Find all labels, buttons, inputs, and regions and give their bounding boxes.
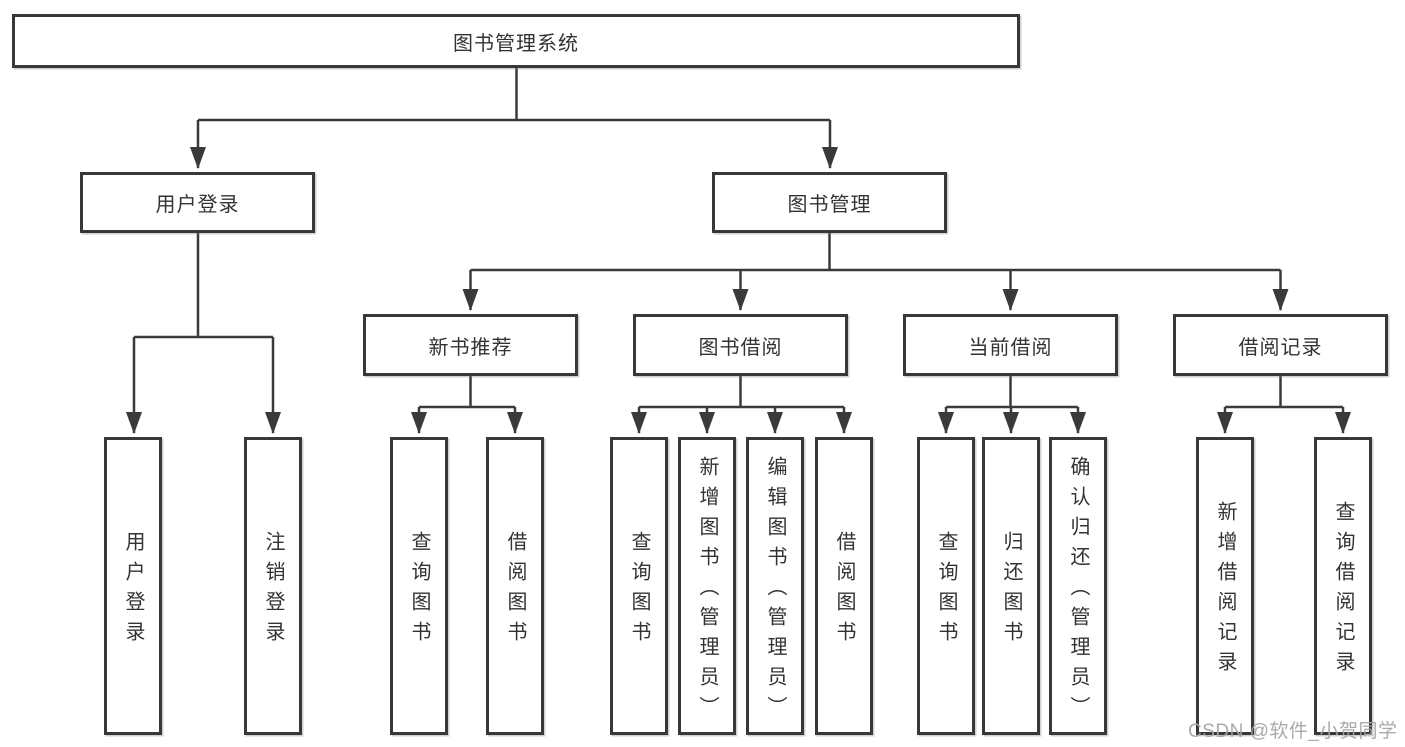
leaf-query-book-3-label: 查询图书: [935, 531, 957, 651]
leaf-add-borrow-record: 新增借阅记录: [1196, 437, 1254, 735]
leaf-query-book-3: 查询图书: [917, 437, 975, 735]
leaf-query-book-1: 查询图书: [390, 437, 448, 735]
leaf-return-book-label: 归还图书: [1000, 531, 1022, 651]
leaf-query-book-1-label: 查询图书: [408, 531, 430, 651]
leaf-add-borrow-record-label: 新增借阅记录: [1214, 501, 1236, 681]
leaf-add-book-admin: 新增图书（管理员）: [678, 437, 736, 735]
leaf-logout-label: 注销登录: [262, 531, 284, 651]
leaf-confirm-return-admin: 确认归还（管理员）: [1049, 437, 1107, 735]
leaf-borrow-book-1: 借阅图书: [486, 437, 544, 735]
leaf-query-borrow-record-label: 查询借阅记录: [1332, 501, 1354, 681]
node-new-book-recommend: 新书推荐: [363, 314, 578, 376]
leaf-edit-book-admin-label: 编辑图书（管理员）: [764, 456, 786, 726]
node-book-management: 图书管理: [712, 172, 947, 233]
node-book-borrow: 图书借阅: [633, 314, 848, 376]
leaf-confirm-return-admin-label: 确认归还（管理员）: [1067, 456, 1089, 726]
node-user-login-label: 用户登录: [155, 194, 240, 216]
node-user-login: 用户登录: [80, 172, 315, 233]
leaf-user-login: 用户登录: [104, 437, 162, 735]
connector-arrows: [126, 120, 1351, 434]
leaf-add-book-admin-label: 新增图书（管理员）: [696, 456, 718, 726]
node-borrow-records: 借阅记录: [1173, 314, 1388, 376]
csdn-watermark: CSDN @软件_小贺同学: [1188, 721, 1398, 742]
leaf-return-book: 归还图书: [982, 437, 1040, 735]
leaf-query-book-2-label: 查询图书: [628, 531, 650, 651]
leaf-query-book-2: 查询图书: [610, 437, 668, 735]
leaf-query-borrow-record: 查询借阅记录: [1314, 437, 1372, 735]
leaf-edit-book-admin: 编辑图书（管理员）: [746, 437, 804, 735]
leaf-borrow-book-2-label: 借阅图书: [833, 531, 855, 651]
leaf-logout: 注销登录: [244, 437, 302, 735]
node-current-borrow-label: 当前借阅: [968, 336, 1053, 359]
node-root: 图书管理系统: [12, 14, 1020, 68]
node-book-management-label: 图书管理: [787, 194, 872, 216]
node-root-label: 图书管理系统: [453, 32, 579, 55]
node-current-borrow: 当前借阅: [903, 314, 1118, 376]
leaf-borrow-book-2: 借阅图书: [815, 437, 873, 735]
node-new-book-recommend-label: 新书推荐: [428, 336, 513, 359]
leaf-borrow-book-1-label: 借阅图书: [504, 531, 526, 651]
node-borrow-records-label: 借阅记录: [1238, 336, 1323, 359]
node-book-borrow-label: 图书借阅: [698, 336, 783, 359]
leaf-user-login-label: 用户登录: [122, 531, 144, 651]
